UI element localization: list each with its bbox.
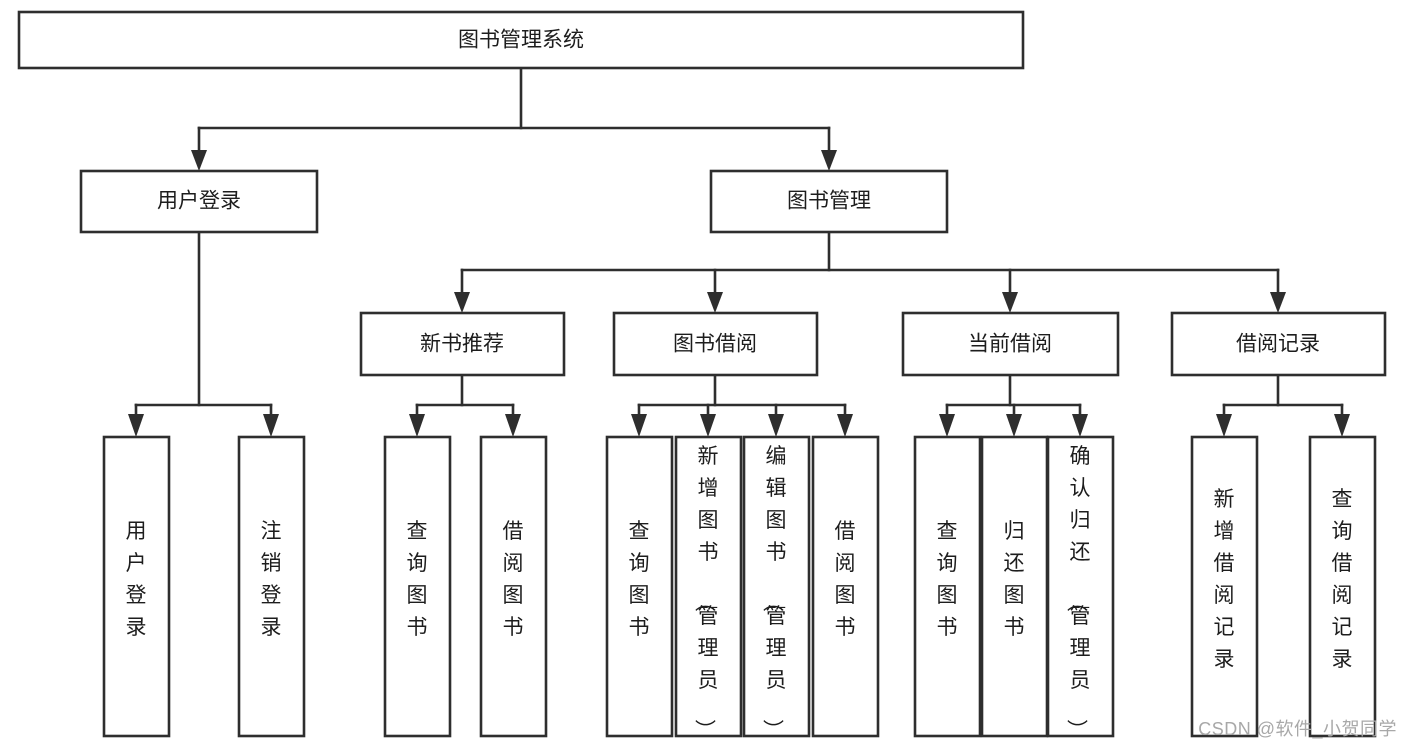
node-book-manage-box[interactable] xyxy=(709,169,949,234)
arrow-leaf-book-borrow-4 xyxy=(837,414,853,437)
leaf-book-borrow-4-box[interactable] xyxy=(811,435,880,738)
node-book-manage[interactable]: 图书管理 xyxy=(709,169,949,234)
leaf-book-borrow-2-box[interactable] xyxy=(674,435,743,738)
arrow-leaf-current-borrow-3 xyxy=(1072,414,1088,437)
arrow-leaf-borrow-record-1 xyxy=(1216,414,1232,437)
node-root-system-label: 图书管理系统 xyxy=(458,29,584,52)
leaf-book-borrow-1[interactable]: 查询图书 xyxy=(605,435,674,738)
node-current-borrow-label: 当前借阅 xyxy=(968,333,1052,356)
leaf-book-borrow-1-label: 查询图书 xyxy=(629,520,650,639)
leaf-borrow-record-2[interactable]: 查询借阅记录 xyxy=(1308,435,1377,738)
arrow-leaf-new-book-2 xyxy=(505,414,521,437)
leaf-new-book-1-label: 查询图书 xyxy=(407,520,428,639)
arrow-leaf-book-borrow-3 xyxy=(768,414,784,437)
node-book-borrow[interactable]: 图书借阅 xyxy=(612,311,819,377)
leaf-current-borrow-2[interactable]: 归还图书 xyxy=(980,435,1049,738)
leaf-book-borrow-2[interactable]: 新增图书（管理员） xyxy=(674,435,743,740)
leaf-user-login-2-box[interactable] xyxy=(237,435,306,738)
node-user-login[interactable]: 用户登录 xyxy=(79,169,319,234)
leaf-current-borrow-1-box[interactable] xyxy=(913,435,982,738)
arrow-leaf-borrow-record-2 xyxy=(1334,414,1350,437)
arrow-leaf-book-borrow-2 xyxy=(700,414,716,437)
leaf-user-login-2[interactable]: 注销登录 xyxy=(237,435,306,738)
leaf-book-borrow-1-box[interactable] xyxy=(605,435,674,738)
node-root-system[interactable]: 图书管理系统 xyxy=(17,10,1025,70)
arrow-to-book-borrow xyxy=(707,292,723,313)
node-borrow-record-box[interactable] xyxy=(1170,311,1387,377)
node-root-system-box[interactable] xyxy=(17,10,1025,70)
node-borrow-record-label: 借阅记录 xyxy=(1236,333,1320,356)
arrow-leaf-user-login-1 xyxy=(128,414,144,437)
leaf-book-borrow-4-label: 借阅图书 xyxy=(835,520,856,639)
leaf-borrow-record-1-box[interactable] xyxy=(1190,435,1259,738)
leaf-book-borrow-3-box[interactable] xyxy=(742,435,811,738)
leaf-current-borrow-3-box[interactable] xyxy=(1046,435,1115,738)
node-new-book-recommend[interactable]: 新书推荐 xyxy=(359,311,566,377)
leaf-borrow-record-2-label: 查询借阅记录 xyxy=(1332,488,1353,671)
arrow-to-borrow-record xyxy=(1270,292,1286,313)
leaf-book-borrow-4[interactable]: 借阅图书 xyxy=(811,435,880,738)
connector-layer xyxy=(128,66,1350,437)
leaf-book-borrow-3[interactable]: 编辑图书（管理员） xyxy=(742,435,811,740)
arrow-to-user-login xyxy=(191,150,207,171)
leaf-new-book-1-box[interactable] xyxy=(383,435,452,738)
leaf-user-login-1[interactable]: 用户登录 xyxy=(102,435,171,738)
leaf-new-book-1[interactable]: 查询图书 xyxy=(383,435,452,738)
leaf-current-borrow-3-label: 确认归还（管理员） xyxy=(1065,445,1091,740)
csdn-watermark: CSDN @软件_小贺同学 xyxy=(1198,719,1397,739)
arrow-leaf-user-login-2 xyxy=(263,414,279,437)
leaf-borrow-record-1[interactable]: 新增借阅记录 xyxy=(1190,435,1259,738)
leaf-current-borrow-2-box[interactable] xyxy=(980,435,1049,738)
node-user-login-box[interactable] xyxy=(79,169,319,234)
node-new-book-recommend-label: 新书推荐 xyxy=(420,333,504,356)
leaf-user-login-1-label: 用户登录 xyxy=(126,520,147,639)
leaf-current-borrow-1-label: 查询图书 xyxy=(937,520,958,639)
node-book-manage-label: 图书管理 xyxy=(787,190,871,213)
node-user-login-label: 用户登录 xyxy=(157,190,241,213)
leaf-book-borrow-2-label: 新增图书（管理员） xyxy=(693,445,719,740)
leaf-user-login-1-box[interactable] xyxy=(102,435,171,738)
node-current-borrow[interactable]: 当前借阅 xyxy=(901,311,1120,377)
leaf-new-book-2-box[interactable] xyxy=(479,435,548,738)
leaf-book-borrow-3-label: 编辑图书（管理员） xyxy=(761,445,787,740)
leaf-borrow-record-2-box[interactable] xyxy=(1308,435,1377,738)
leaf-user-login-2-label: 注销登录 xyxy=(261,520,282,639)
node-new-book-recommend-box[interactable] xyxy=(359,311,566,377)
leaf-current-borrow-1[interactable]: 查询图书 xyxy=(913,435,982,738)
arrow-leaf-current-borrow-1 xyxy=(939,414,955,437)
node-book-borrow-label: 图书借阅 xyxy=(673,333,757,356)
node-current-borrow-box[interactable] xyxy=(901,311,1120,377)
node-book-borrow-box[interactable] xyxy=(612,311,819,377)
leaf-new-book-2[interactable]: 借阅图书 xyxy=(479,435,548,738)
arrow-leaf-current-borrow-2 xyxy=(1006,414,1022,437)
arrow-to-book-manage xyxy=(821,150,837,171)
arrow-leaf-book-borrow-1 xyxy=(631,414,647,437)
leaf-current-borrow-2-label: 归还图书 xyxy=(1004,520,1025,639)
leaf-current-borrow-3[interactable]: 确认归还（管理员） xyxy=(1046,435,1115,740)
leaf-borrow-record-1-label: 新增借阅记录 xyxy=(1214,488,1235,671)
node-borrow-record[interactable]: 借阅记录 xyxy=(1170,311,1387,377)
node-layer: 图书管理系统 用户登录 图书管理 新书推荐 图书借阅 当前 xyxy=(17,10,1387,740)
arrow-leaf-new-book-1 xyxy=(409,414,425,437)
leaf-new-book-2-label: 借阅图书 xyxy=(503,520,524,639)
arrow-to-current-borrow xyxy=(1002,292,1018,313)
arrow-to-new-book xyxy=(454,292,470,313)
